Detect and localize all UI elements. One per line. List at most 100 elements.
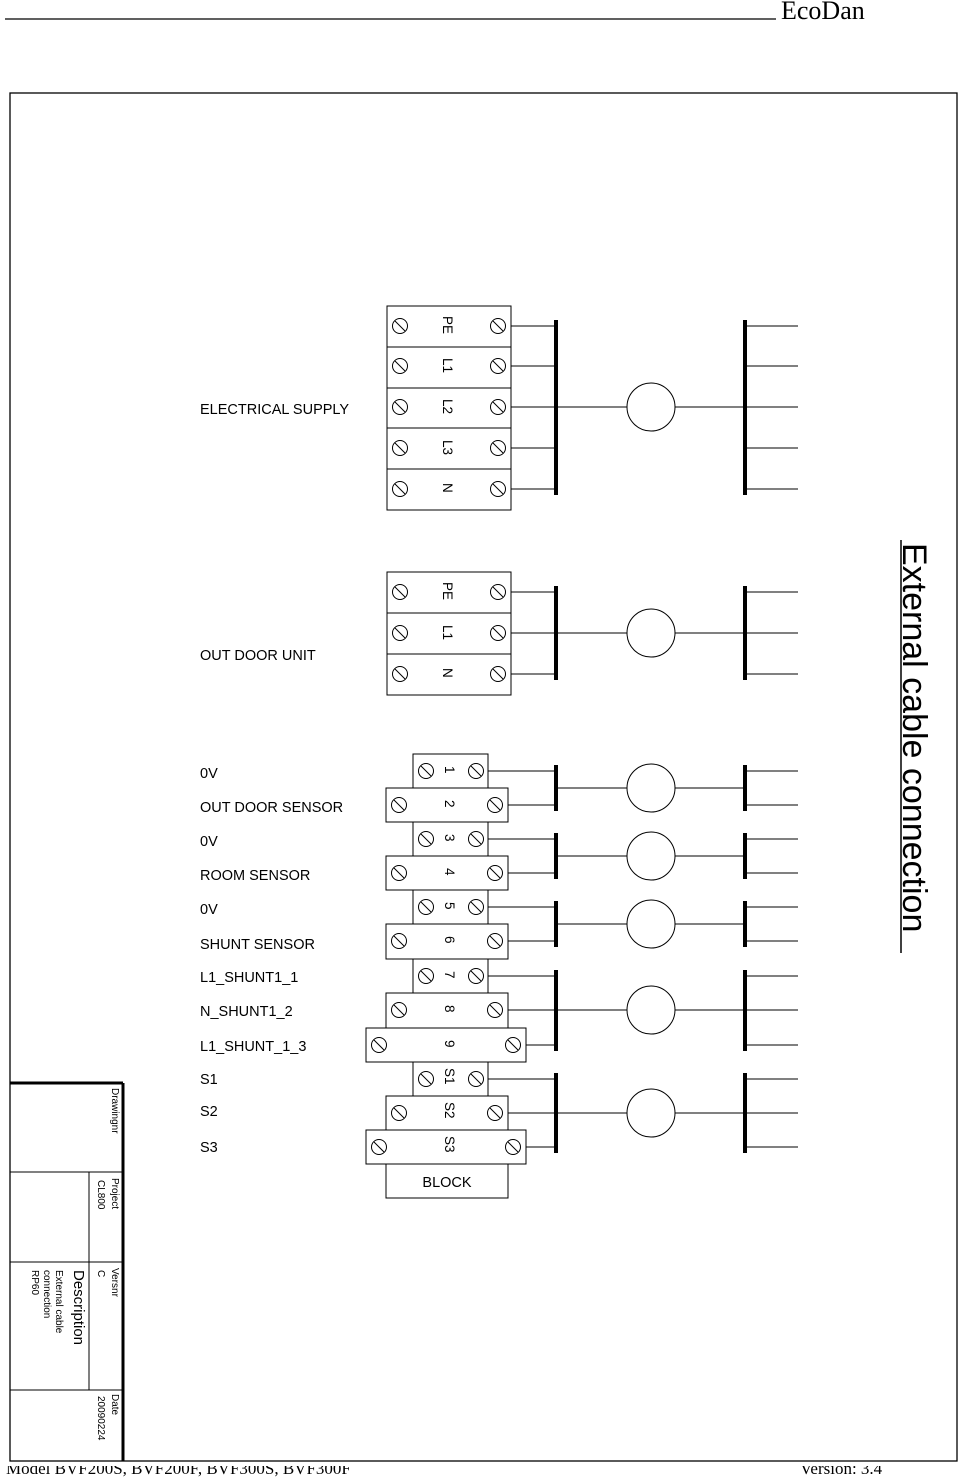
terminal-label: 7 [442, 971, 457, 979]
title-block: Drawingnr Project CL800 Versnr C Descrip… [10, 1081, 125, 1461]
screw-icon [490, 625, 506, 641]
screw-icon [487, 933, 503, 949]
label-l1-shunt-1-3: L1_SHUNT_1_3 [200, 1039, 306, 1055]
signal-labels: 0V OUT DOOR SENSOR 0V ROOM SENSOR 0V SHU… [200, 766, 343, 1156]
cable-s [488, 1073, 798, 1153]
cable-supply [511, 320, 798, 495]
screw-icon [392, 358, 408, 374]
date-label: Date [109, 1394, 120, 1416]
screw-icon [490, 481, 506, 497]
terminal-label: S2 [442, 1102, 457, 1119]
cable-outdoor-sensor [488, 763, 798, 813]
screw-icon [391, 933, 407, 949]
screw-icon [490, 584, 506, 600]
drawing-frame [9, 92, 958, 1462]
project-value: CL800 [95, 1180, 106, 1210]
screw-icon [391, 797, 407, 813]
cable-shunt-sensor [488, 899, 798, 949]
description-label: Description [70, 1270, 87, 1345]
header-brand: EcoDan [781, 0, 865, 25]
screw-icon [487, 1002, 503, 1018]
screw-icon [468, 968, 484, 984]
terminal-strip-supply: PE L1 L2 L3 N [386, 305, 512, 511]
terminal-label: 6 [442, 936, 457, 944]
screw-icon [392, 666, 408, 682]
terminal-label: N [440, 483, 455, 493]
description-line: RP60 [29, 1270, 40, 1295]
screw-icon [371, 1139, 387, 1155]
screw-icon [490, 358, 506, 374]
description-line: External cable [53, 1270, 64, 1334]
terminal-label: N [440, 668, 455, 678]
screw-icon [392, 318, 408, 334]
terminal-label: 3 [442, 834, 457, 842]
date-value: 20090224 [95, 1396, 106, 1441]
screw-icon [468, 831, 484, 847]
label-out-door-sensor: OUT DOOR SENSOR [200, 800, 343, 816]
terminal-label: PE [440, 316, 455, 334]
screw-icon [392, 584, 408, 600]
label-0v: 0V [200, 834, 218, 850]
screw-icon [468, 1071, 484, 1087]
terminal-label: 8 [442, 1005, 457, 1013]
terminal-label: S1 [442, 1068, 457, 1085]
footer-mask [0, 1462, 960, 1466]
screw-icon [505, 1139, 521, 1155]
screw-icon [418, 968, 434, 984]
screw-icon [418, 899, 434, 915]
screw-icon [490, 440, 506, 456]
drawing-label: Drawingnr [109, 1088, 120, 1134]
terminal-label: 9 [442, 1040, 457, 1048]
label-room-sensor: ROOM SENSOR [200, 868, 310, 884]
screw-icon [468, 763, 484, 779]
footer-model: Model BVF200S, BVF200F, BVF300S, BVF300F [6, 1459, 351, 1477]
cable-shunt [488, 970, 798, 1051]
cable-room-sensor [488, 831, 798, 881]
screw-icon [490, 666, 506, 682]
label-out-door-unit: OUT DOOR UNIT [200, 648, 316, 664]
terminal-label: S3 [442, 1136, 457, 1153]
block-label: BLOCK [422, 1175, 471, 1191]
version-value: C [95, 1270, 106, 1277]
version-label: Versnr [109, 1268, 120, 1298]
screw-icon [487, 1105, 503, 1121]
label-l1-shunt1-1: L1_SHUNT1_1 [200, 970, 298, 986]
label-s3: S3 [200, 1140, 218, 1156]
label-shunt-sensor: SHUNT SENSOR [200, 937, 315, 953]
terminal-label: 2 [442, 800, 457, 808]
project-label: Project [109, 1178, 120, 1209]
screw-icon [418, 763, 434, 779]
screw-icon [392, 625, 408, 641]
footer-version: Version: 3.4 [800, 1459, 883, 1477]
screw-icon [418, 1071, 434, 1087]
terminal-label: 1 [442, 766, 457, 774]
screw-icon [468, 899, 484, 915]
description-line: connection [41, 1270, 52, 1318]
terminal-label: 4 [442, 868, 457, 876]
screw-icon [371, 1037, 387, 1053]
label-0v: 0V [200, 902, 218, 918]
screw-icon [392, 481, 408, 497]
screw-icon [487, 865, 503, 881]
label-s1: S1 [200, 1072, 218, 1088]
screw-icon [505, 1037, 521, 1053]
cable-outdoor [511, 586, 798, 680]
terminal-strip-outdoor: PE L1 N [386, 571, 512, 696]
label-0v: 0V [200, 766, 218, 782]
screw-icon [391, 1105, 407, 1121]
label-electrical-supply: ELECTRICAL SUPPLY [200, 402, 349, 418]
screw-icon [490, 318, 506, 334]
terminal-label: L1 [440, 625, 455, 640]
label-s2: S2 [200, 1104, 218, 1120]
terminal-label: L3 [440, 440, 455, 455]
screw-icon [487, 797, 503, 813]
terminal-label: L2 [440, 399, 455, 414]
screw-icon [490, 399, 506, 415]
terminal-label: L1 [440, 358, 455, 373]
terminal-label: PE [440, 582, 455, 600]
screw-icon [418, 831, 434, 847]
screw-icon [392, 399, 408, 415]
terminal-label: 5 [442, 902, 457, 910]
screw-icon [391, 1002, 407, 1018]
